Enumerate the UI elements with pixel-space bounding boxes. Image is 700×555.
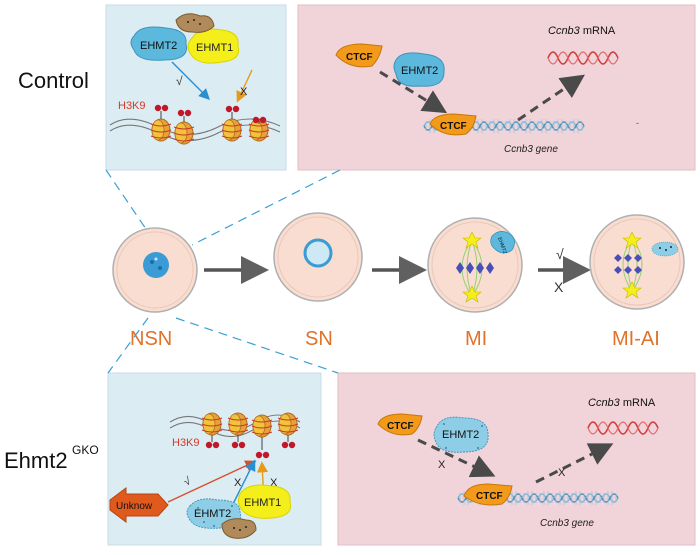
ko-transcription-arrow bbox=[535, 443, 614, 484]
ko-chromatin-fiber bbox=[169, 412, 301, 459]
control-transcription-panel bbox=[297, 4, 696, 171]
control-ehmt2-label: EHMT2 bbox=[140, 40, 177, 52]
control-transcription-arrow bbox=[517, 74, 585, 122]
control-ehmt1-label: EHMT1 bbox=[196, 42, 233, 54]
control-h3k9-label: H3K9 bbox=[118, 100, 146, 112]
arrow-mi-cross: X bbox=[554, 279, 564, 295]
control-ehmt1-arrow bbox=[236, 69, 253, 103]
mi-ehmt2-blob: EHMT2 bbox=[490, 231, 515, 255]
stage-label-sn: SN bbox=[305, 328, 333, 350]
ko-bound-ctcf: CTCF bbox=[463, 483, 513, 506]
cell-nsn bbox=[112, 227, 198, 313]
control-bound-ctcf: CTCF bbox=[429, 113, 477, 136]
stage-label-nsn: NSN bbox=[130, 328, 172, 350]
ko-ehmt1-blob: EHMT1 bbox=[237, 484, 292, 519]
sn-nucleus bbox=[303, 238, 333, 268]
cell-mi: EHMT2 bbox=[427, 217, 523, 313]
control-ehmt1-cross: X bbox=[240, 86, 248, 98]
control-free-ctcf: CTCF bbox=[335, 43, 383, 68]
zoom-guide-lines bbox=[105, 169, 341, 374]
ko-free-ehmt2-label: EHMT2 bbox=[442, 429, 479, 441]
ko-gene-name: Ccnb3 gene bbox=[540, 518, 594, 529]
ko-ehmt2-label: EHMT2 bbox=[194, 508, 231, 520]
ko-ehmt1-label: EHMT1 bbox=[244, 497, 281, 509]
control-ehmt2-blob: EHMT2 bbox=[130, 26, 188, 61]
ko-unknown-check: √ bbox=[182, 475, 193, 489]
ko-mrna-label: Ccnb3 mRNA bbox=[588, 397, 656, 409]
ko-unknown-arrow bbox=[167, 460, 257, 503]
ko-mrna-gene: Ccnb3 bbox=[588, 397, 621, 409]
control-chromatin-fiber bbox=[109, 104, 281, 145]
ko-unknown-label: Unknow bbox=[116, 501, 153, 512]
mi-ehmt2-label: EHMT2 bbox=[496, 237, 508, 255]
control-row-label: Control bbox=[18, 68, 89, 93]
ko-row-label: Ehmt2 bbox=[4, 448, 68, 473]
control-dash-mark: - bbox=[636, 118, 639, 128]
cell-sn bbox=[273, 212, 363, 302]
cell-mi-ai bbox=[589, 214, 685, 310]
control-free-ctcf-label: CTCF bbox=[346, 52, 373, 63]
stage-label-mi: MI bbox=[465, 328, 487, 350]
control-ehmt1-blob: EHMT1 bbox=[187, 28, 240, 64]
ko-bound-ctcf-label: CTCF bbox=[476, 491, 503, 502]
ko-mrna-wave bbox=[587, 421, 659, 435]
nsn-nucleus bbox=[143, 252, 169, 278]
ko-ctcf-recruit-arrow bbox=[417, 438, 496, 478]
ko-mrna-wave-2 bbox=[587, 421, 659, 435]
control-mrna-label: Ccnb3 mRNA bbox=[548, 25, 616, 37]
svg-text:Ccnb3 mRNA: Ccnb3 mRNA bbox=[548, 25, 616, 37]
ko-h3k9-label: H3K9 bbox=[172, 437, 200, 449]
control-gene-name: Ccnb3 gene bbox=[504, 144, 558, 155]
svg-text:Ccnb3 mRNA: Ccnb3 mRNA bbox=[588, 397, 656, 409]
control-ctcf-recruit-arrow bbox=[379, 70, 448, 114]
miai-ehmt2-cloud bbox=[651, 241, 679, 257]
control-ehmt2-check: √ bbox=[176, 74, 183, 88]
ko-free-ctcf: CTCF bbox=[377, 413, 423, 436]
ko-transcription-panel bbox=[337, 372, 696, 546]
ko-free-ctcf-label: CTCF bbox=[387, 421, 414, 432]
ko-free-ehmt2: EHMT2 bbox=[433, 416, 489, 453]
stage-label-miai: MI-AI bbox=[612, 328, 660, 350]
control-mrna-wave bbox=[547, 51, 619, 65]
control-mrna-wave-2 bbox=[547, 51, 619, 65]
control-mrna-suffix: mRNA bbox=[580, 25, 616, 37]
control-gene-label: Ccnb3 gene bbox=[504, 144, 558, 155]
arrow-mi-check: √ bbox=[556, 246, 564, 262]
ko-row-label-superscript: GKO bbox=[72, 443, 99, 457]
control-mrna-gene: Ccnb3 bbox=[548, 25, 581, 37]
control-bound-ctcf-label: CTCF bbox=[440, 121, 467, 132]
ko-mrna-suffix: mRNA bbox=[620, 397, 656, 409]
ko-unknown-arrow-shape: Unknow bbox=[109, 487, 169, 523]
control-free-ehmt2-label: EHMT2 bbox=[401, 65, 438, 77]
control-free-ehmt2: EHMT2 bbox=[393, 52, 445, 87]
ko-transcription-cross: X bbox=[558, 467, 566, 479]
ko-ehmt2-arrow bbox=[231, 459, 256, 507]
ko-ehmt2-cross: X bbox=[234, 477, 242, 489]
control-ehmt2-arrow bbox=[171, 61, 210, 100]
ko-ehmt-partner-blob bbox=[221, 518, 257, 539]
ko-ehmt1-cross: X bbox=[270, 477, 278, 489]
ko-recruit-cross: X bbox=[438, 459, 446, 471]
control-ehmt-partner-blob bbox=[175, 13, 215, 33]
